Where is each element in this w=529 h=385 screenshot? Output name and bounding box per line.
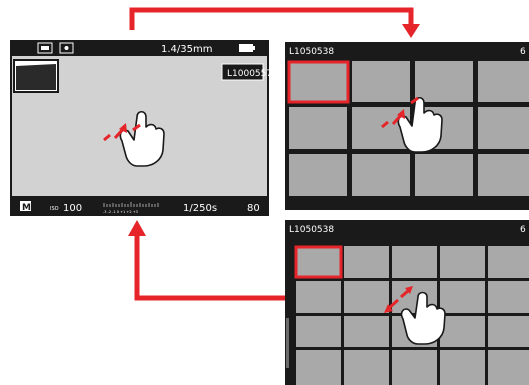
thumbnail-tile[interactable]: [352, 154, 410, 196]
lens-info: 1.4/35mm: [161, 44, 212, 55]
iso-value: 100: [63, 203, 82, 214]
thumbnail-tile[interactable]: [289, 107, 347, 149]
thumbnail-tile[interactable]: [478, 61, 529, 102]
thumbnail-tile[interactable]: [440, 350, 485, 385]
thumbnail-tile[interactable]: [392, 246, 437, 278]
thumbnail-tile[interactable]: [440, 281, 485, 313]
thumbnail-tile[interactable]: [478, 154, 529, 196]
image-id: L1000557: [227, 69, 272, 79]
thumbnail-tile[interactable]: [415, 154, 473, 196]
shots-remaining: 80: [247, 203, 260, 214]
thumbnail-tile[interactable]: [440, 316, 485, 347]
zoom-in-arrowhead: [128, 220, 146, 236]
thumbnail-tile[interactable]: [289, 154, 347, 196]
grid-12-image-id: L1050538: [289, 47, 334, 57]
battery-icon: [239, 44, 255, 52]
thumbnail-tile[interactable]: [352, 61, 410, 102]
iso-label: ISO: [50, 206, 59, 212]
thumbnail-tile[interactable]: [392, 350, 437, 385]
grid-20-image-id: L1050538: [289, 225, 334, 235]
exposure-mode: M: [22, 203, 31, 213]
thumbnail-tile[interactable]: [488, 350, 529, 385]
thumbnail-tile[interactable]: [344, 246, 389, 278]
thumbnail-tile[interactable]: [296, 316, 341, 347]
grid-12-edge-digit: 6: [520, 47, 526, 57]
grid-20-edge-digit: 6: [520, 225, 526, 235]
thumbnail-tile[interactable]: [344, 281, 389, 313]
zoom-in-flow-arrow: [137, 234, 286, 298]
thumbnail-tile[interactable]: [488, 281, 529, 313]
thumbnail-tile[interactable]: [296, 247, 341, 277]
thumbnail-tile[interactable]: [296, 350, 341, 385]
thumbnail-tile[interactable]: [415, 61, 473, 102]
thumbnail-tile[interactable]: [488, 246, 529, 278]
grid-20-scrollbar[interactable]: [286, 318, 289, 368]
thumbnail-tile[interactable]: [478, 107, 529, 149]
shutter-speed: 1/250s: [183, 203, 217, 214]
grid-20-screen: L1050538 6: [285, 220, 529, 385]
single-image-screen: 1.4/35mm L1000557 M ISO 100 -3 -2 -1 0 +…: [10, 40, 272, 216]
zoom-out-arrowhead: [402, 24, 420, 38]
thumbnail-tile[interactable]: [296, 281, 341, 313]
thumbnail-tile[interactable]: [440, 246, 485, 278]
exposure-scale-labels: -3 -2 -1 0 +1 +2 +3: [103, 210, 138, 214]
thumbnail-tile[interactable]: [344, 316, 389, 347]
zoom-out-flow-arrow: [132, 10, 411, 30]
thumbnail-tile[interactable]: [344, 350, 389, 385]
thumbnail-tile[interactable]: [289, 62, 348, 102]
grid-12-screen: L1050538 6: [285, 42, 529, 210]
thumbnail-tile[interactable]: [488, 316, 529, 347]
